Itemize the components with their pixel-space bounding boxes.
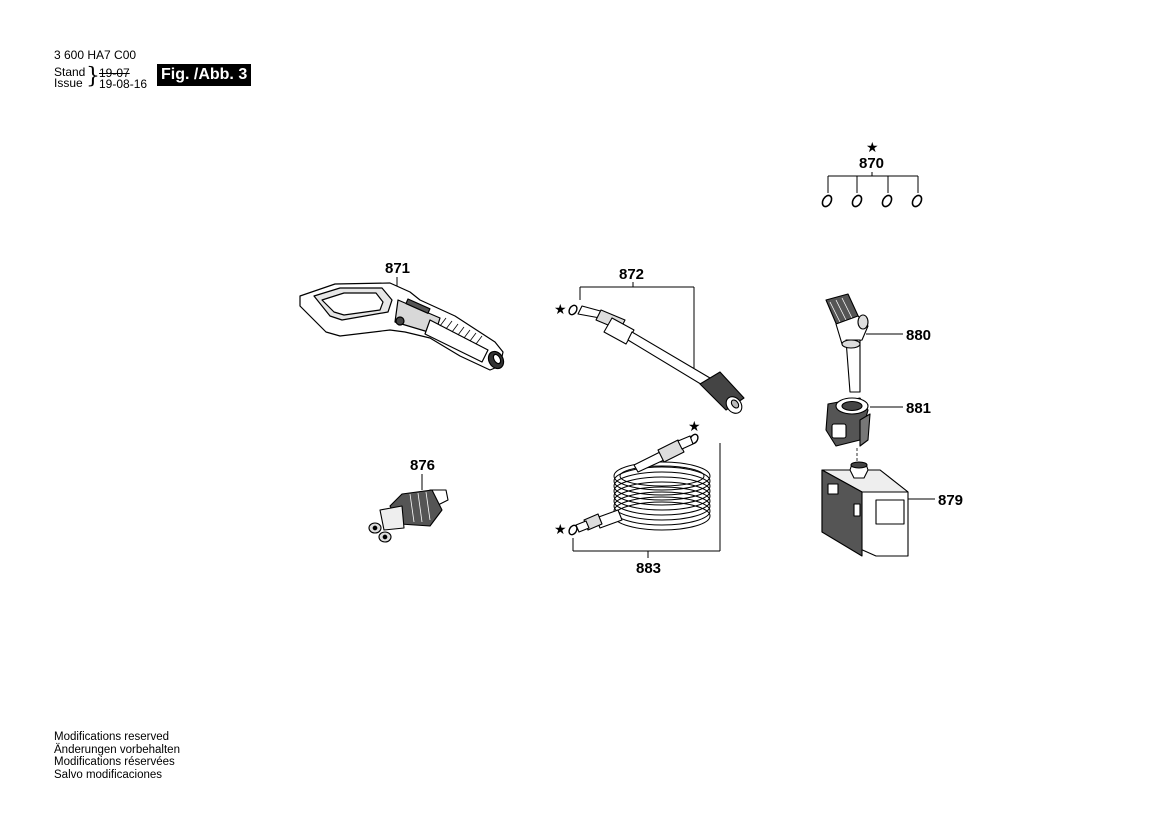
part-label-871: 871	[385, 260, 410, 277]
footer-line-es: Salvo modificaciones	[54, 768, 163, 781]
stand-date: 19-07	[99, 66, 130, 80]
footer-line-fr: Modifications réservées	[54, 756, 175, 768]
part-870-oring-set: ★ 870	[821, 140, 923, 208]
part-label-879: 879	[938, 492, 963, 509]
part-876-multi-nozzle: 876	[368, 457, 449, 543]
part-881-bottle-cap: 881	[825, 397, 931, 447]
part-label-876: 876	[410, 457, 435, 474]
star-icon: ★	[688, 419, 701, 435]
star-icon: ★	[554, 302, 567, 318]
figure-label: Fig. /Abb. 3	[157, 64, 252, 86]
part-871-trigger-gun: 871	[299, 260, 505, 371]
footer-line-en: Modifications reserved	[54, 731, 170, 743]
part-879-detergent-bottle: 879	[821, 461, 963, 557]
star-icon: ★	[554, 522, 567, 538]
part-883-high-pressure-hose: ★ ★ 883	[554, 419, 721, 577]
part-label-880: 880	[906, 327, 931, 344]
brace-icon: }	[86, 64, 100, 89]
part-880-detergent-nozzle: 880	[825, 293, 931, 393]
issue-label: Issue	[54, 76, 83, 90]
part-label-870: 870	[859, 155, 884, 172]
modifications-notice: Modifications reserved Änderungen vorbeh…	[54, 731, 180, 781]
part-label-872: 872	[619, 266, 644, 283]
part-label-881: 881	[906, 400, 931, 417]
part-number: 3 600 HA7 C00	[54, 48, 137, 62]
footer-line-de: Änderungen vorbehalten	[54, 743, 180, 756]
part-872-spray-lance: 872 ★	[554, 266, 745, 414]
part-label-883: 883	[636, 560, 661, 577]
stand-label: Stand	[54, 65, 86, 79]
star-icon: ★	[866, 140, 879, 156]
issue-date: 19-08-16	[99, 77, 148, 91]
